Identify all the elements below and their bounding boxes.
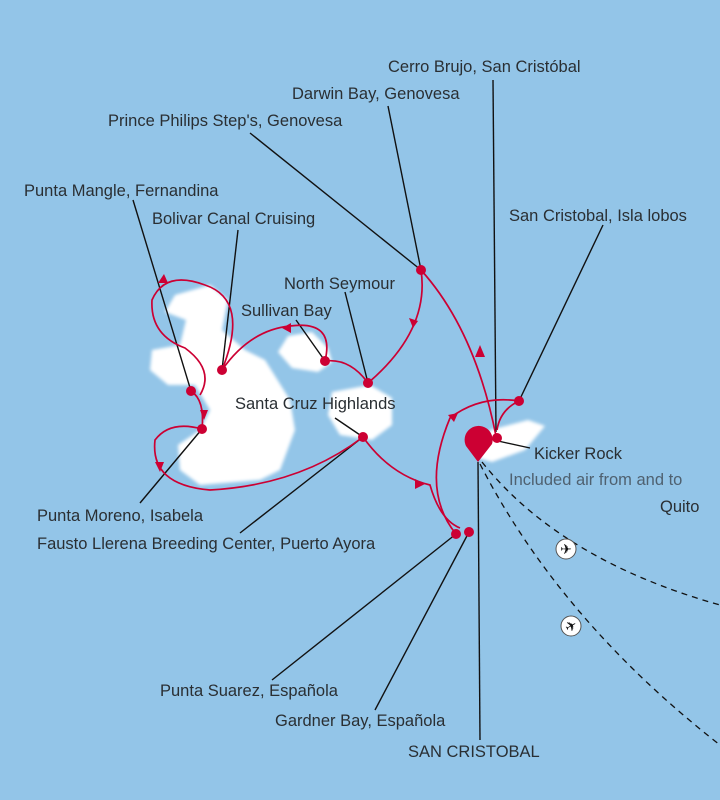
- stop-punta-mangle[interactable]: [186, 386, 196, 396]
- stop-bolivar[interactable]: [217, 365, 227, 375]
- label-punta-moreno: Punta Moreno, Isabela: [37, 507, 204, 525]
- label-prince-philips: Prince Philips Step's, Genovesa: [108, 112, 343, 130]
- stop-isla-lobos[interactable]: [514, 396, 524, 406]
- stop-punta-suarez[interactable]: [451, 529, 461, 539]
- label-air-note: Included air from and to: [509, 471, 683, 489]
- stop-santa-cruz[interactable]: [358, 432, 368, 442]
- islands: [150, 285, 545, 485]
- island-santa-cruz: [328, 385, 392, 440]
- island-isabela-north: [150, 285, 295, 485]
- stops: [186, 265, 524, 539]
- label-north-seymour: North Seymour: [284, 275, 395, 293]
- stop-punta-moreno[interactable]: [197, 424, 207, 434]
- flight-paths: [479, 461, 720, 746]
- label-punta-suarez: Punta Suarez, Española: [160, 682, 338, 700]
- route-arrows: [155, 274, 485, 489]
- label-quito: Quito: [660, 498, 700, 516]
- leader-lines: [132, 79, 604, 741]
- label-punta-mangle: Punta Mangle, Fernandina: [24, 182, 219, 200]
- stop-gardner-bay[interactable]: [464, 527, 474, 537]
- stop-cerro-brujo[interactable]: [492, 433, 502, 443]
- airplane-icon: ✈: [555, 538, 577, 560]
- label-isla-lobos: San Cristobal, Isla lobos: [509, 207, 687, 225]
- label-sullivan-bay: Sullivan Bay: [241, 302, 332, 320]
- stop-sullivan-bay[interactable]: [320, 356, 330, 366]
- label-santa-cruz-highlands: Santa Cruz Highlands: [235, 395, 396, 413]
- label-san-cristobal: SAN CRISTOBAL: [408, 743, 540, 761]
- airplane-icon: ✈: [560, 615, 582, 637]
- svg-text:✈: ✈: [560, 541, 572, 557]
- stop-genovesa[interactable]: [416, 265, 426, 275]
- stop-north-seymour[interactable]: [363, 378, 373, 388]
- label-bolivar: Bolivar Canal Cruising: [152, 210, 316, 228]
- island-santiago: [278, 332, 332, 372]
- label-cerro-brujo: Cerro Brujo, San Cristóbal: [388, 58, 581, 76]
- label-darwin-bay: Darwin Bay, Genovesa: [292, 85, 460, 103]
- label-gardner-bay: Gardner Bay, Española: [275, 712, 446, 730]
- map-pin-icon[interactable]: [464, 425, 493, 462]
- label-kicker-rock: Kicker Rock: [534, 445, 623, 463]
- label-fausto: Fausto Llerena Breeding Center, Puerto A…: [37, 535, 376, 553]
